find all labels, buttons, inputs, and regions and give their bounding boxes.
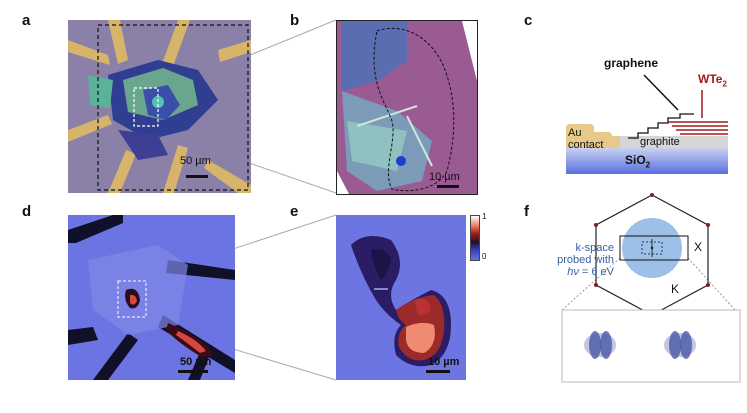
map-e <box>336 215 466 380</box>
panel-label-c: c <box>524 12 533 29</box>
kspace-energy: = 6 eV <box>578 266 614 278</box>
kspace-line2: probed with <box>557 254 614 266</box>
label-wte2: WTe2 <box>698 72 727 88</box>
optical-micrograph <box>68 20 251 193</box>
bz-diagram <box>561 193 741 383</box>
colorbar-min: 0 <box>482 252 487 261</box>
kspace-hv: hν <box>567 266 579 278</box>
label-graphite: graphite <box>640 136 680 148</box>
kspace-line1: k-space <box>575 242 614 254</box>
sio2-main: SiO <box>625 153 646 167</box>
panel-b-zoom-image: 10 µm <box>336 20 478 195</box>
colorbar-max: 1 <box>482 212 487 221</box>
wte2-main: WTe <box>698 72 723 86</box>
device-schematic <box>566 74 728 174</box>
panel-label-b: b <box>290 12 300 29</box>
panel-label-d: d <box>22 203 32 220</box>
colorbar <box>470 215 480 261</box>
panel-c-schematic: graphene WTe2 Au contact graphite SiO2 <box>560 20 747 180</box>
au-line1: Au <box>568 127 582 139</box>
label-kspace: k-space probed with hν = 6 eV <box>540 242 614 278</box>
panel-f-brillouin-zone: k-space probed with hν = 6 eV X K <box>540 190 747 390</box>
scale-bar-e: 10 µm <box>428 356 460 368</box>
panel-label-e: e <box>290 203 299 220</box>
scale-bar-b: 10 µm <box>429 171 460 183</box>
panel-label-a: a <box>22 12 31 29</box>
panel-a-optical-image: 50 µm <box>68 20 251 193</box>
scale-bar-a: 50 µm <box>180 155 211 167</box>
sio2-subscript: 2 <box>645 160 651 170</box>
scale-bar-d: 50 µm <box>180 356 212 368</box>
label-graphene: graphene <box>604 56 659 70</box>
zoom-micrograph <box>337 21 477 194</box>
au-line2: contact <box>568 139 604 151</box>
label-au-contact: Au contact <box>568 127 603 151</box>
label-sio2: SiO2 <box>625 153 650 169</box>
label-point-k: K <box>671 282 680 296</box>
map-d <box>68 215 235 380</box>
panel-label-f: f <box>524 203 529 220</box>
panel-e-zoom-map: 10 µm <box>336 215 466 380</box>
label-point-x: X <box>694 240 703 254</box>
panel-d-photoemission-map: 50 µm <box>68 215 235 380</box>
kspace-line3: hν = 6 eV <box>540 266 614 278</box>
wte2-subscript: 2 <box>722 79 727 89</box>
